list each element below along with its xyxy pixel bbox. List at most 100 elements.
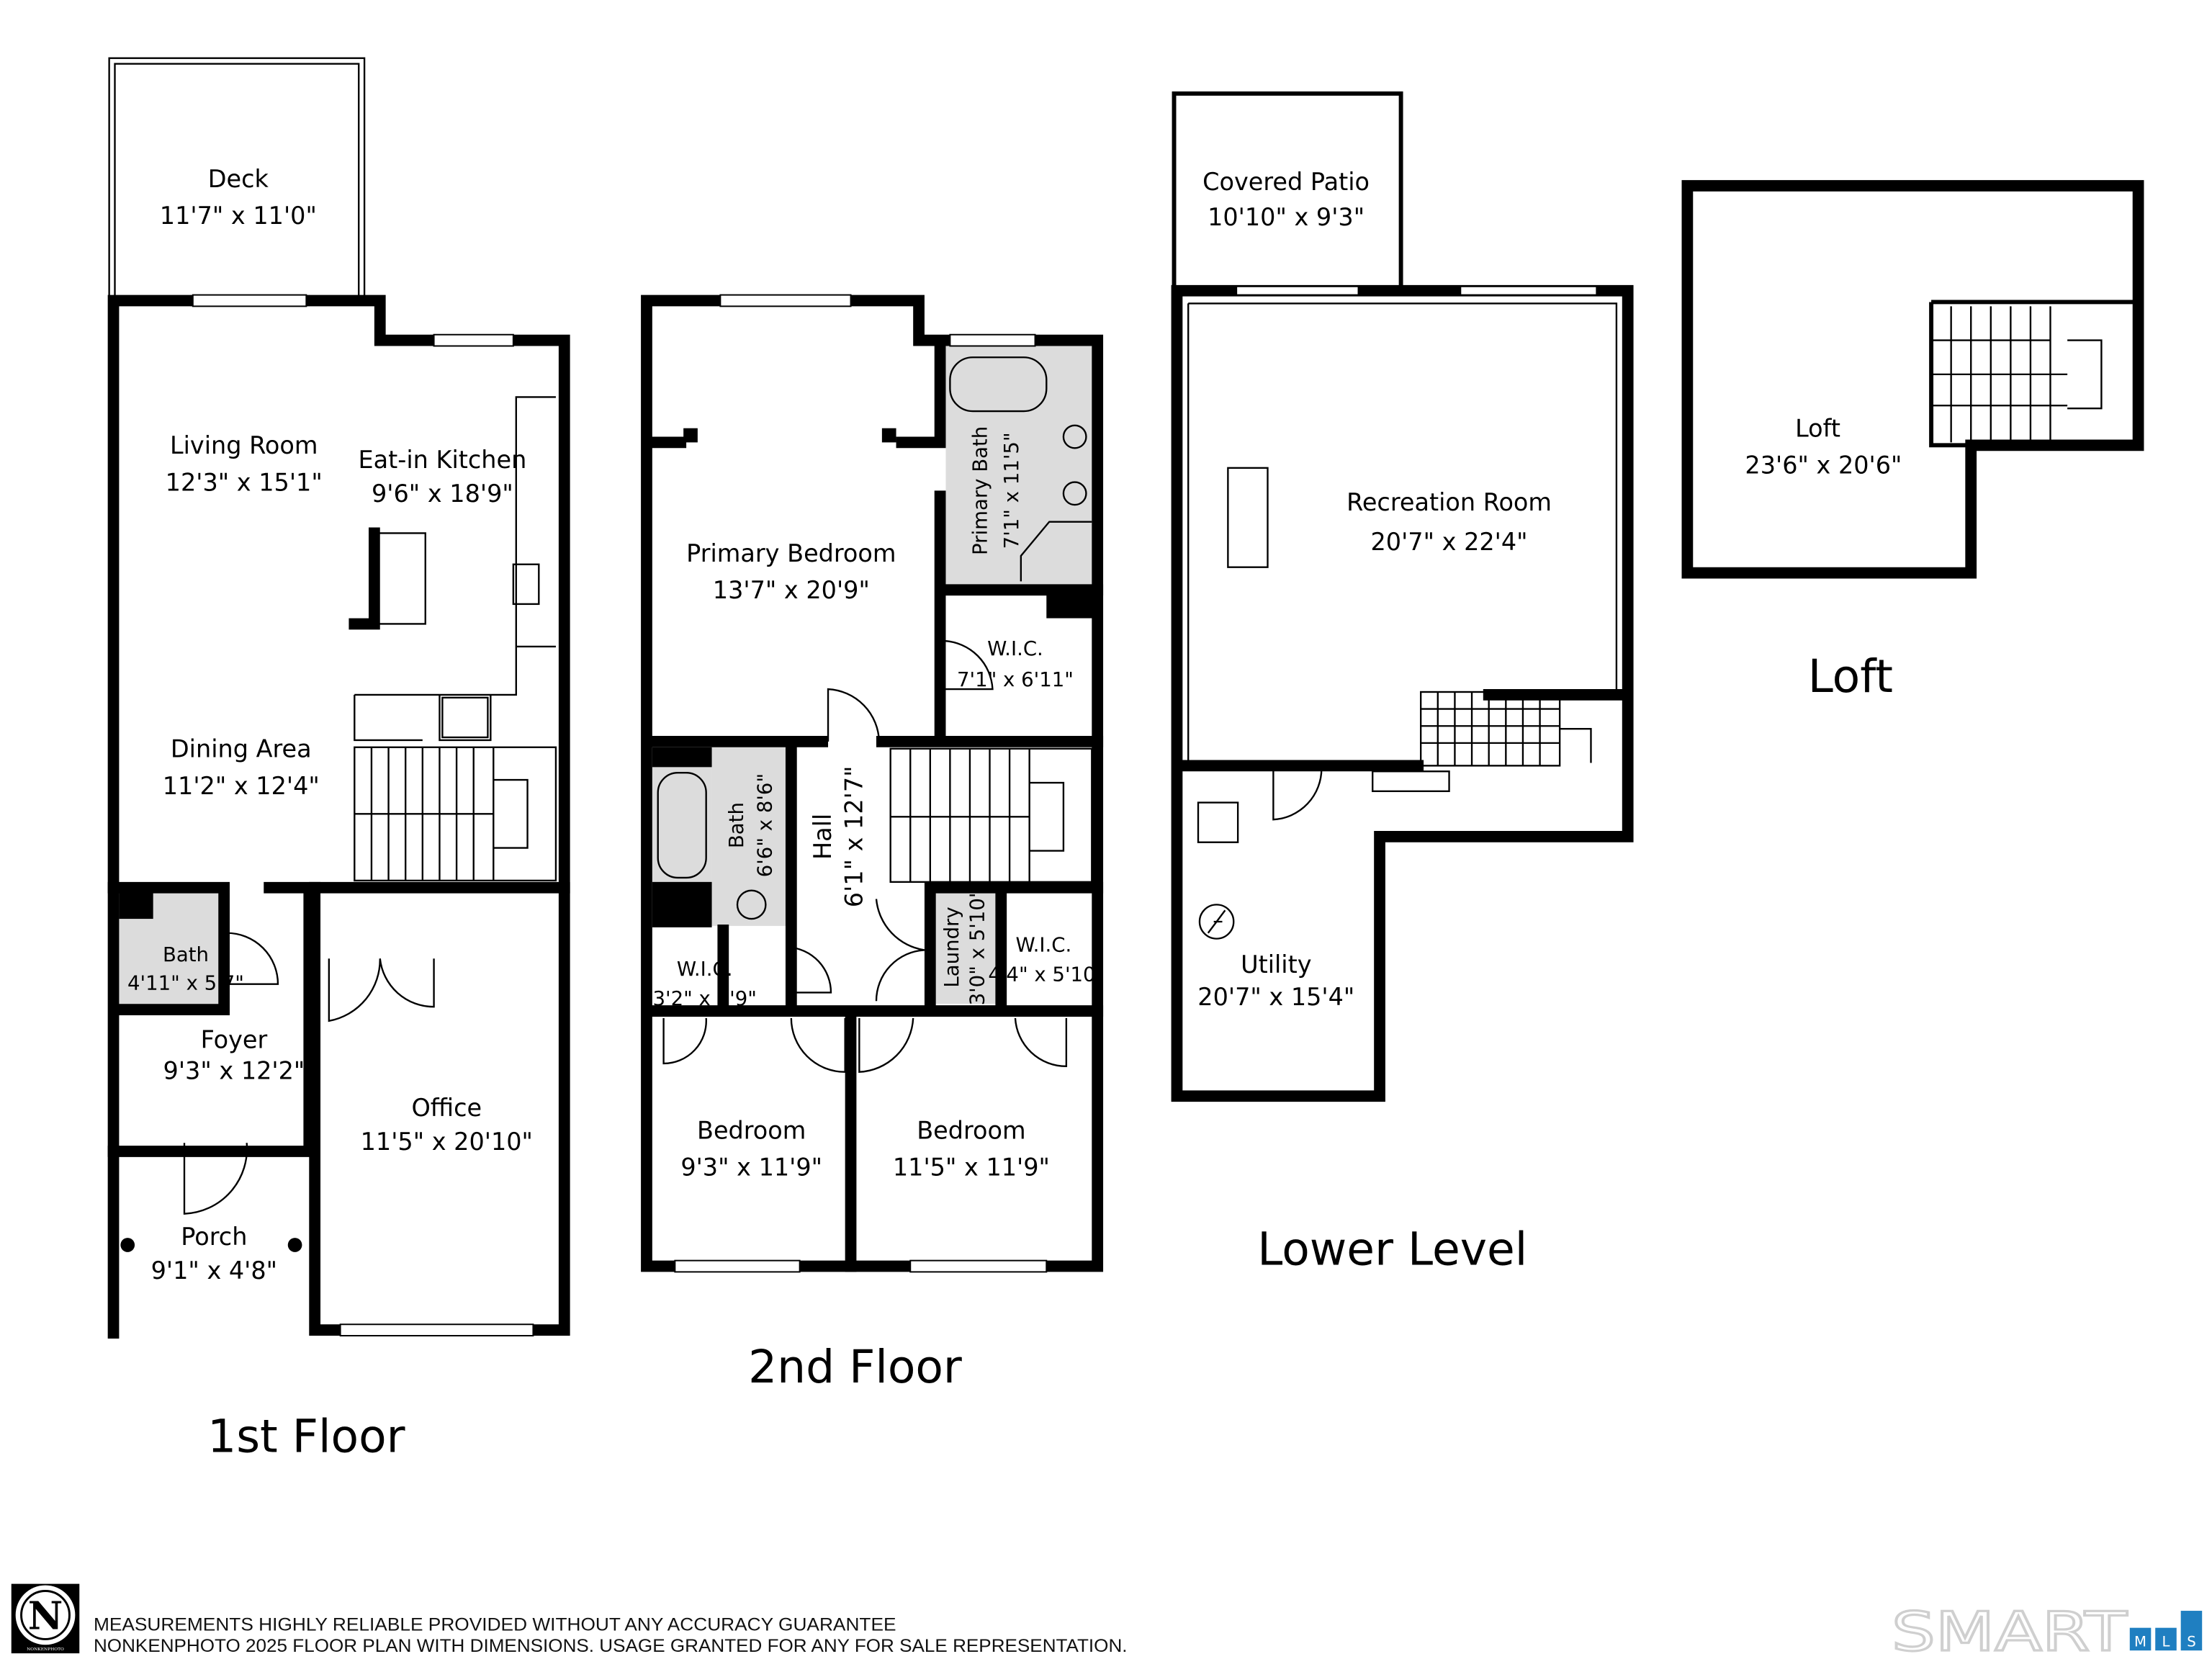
patio-door — [1460, 285, 1598, 296]
second-floor-stairs — [889, 747, 1093, 884]
porch-post — [287, 1238, 302, 1252]
room-foyer: Foyer 9'3" x 12'2" — [163, 1025, 305, 1084]
porch-post — [120, 1238, 135, 1252]
bathtub-area — [652, 765, 712, 885]
kitchen-counters — [354, 396, 556, 742]
room-name: W.I.C. — [987, 637, 1043, 660]
sink — [1062, 424, 1087, 449]
room-dimensions: 12'3" x 15'1" — [166, 468, 323, 496]
floor-label: 2nd Floor — [748, 1341, 962, 1393]
room-dimensions: 7'1" x 11'5" — [1000, 432, 1023, 549]
room-dimensions: 10'10" x 9'3" — [1208, 203, 1364, 231]
room-dimensions: 7'1" x 6'11" — [957, 668, 1074, 691]
first-floor-plan: Deck 11'7" x 11'0" Living Room 12'3" x 1… — [107, 57, 570, 1462]
bath-door-swing — [225, 932, 279, 985]
room-wic-primary: W.I.C. 7'1" x 6'11" — [957, 637, 1074, 691]
room-dimensions: 4'11" x 5'7" — [127, 972, 244, 995]
electrical-panel-icon — [1198, 904, 1235, 940]
second-floor-exterior-walls — [641, 295, 1104, 1272]
room-hall: Hall 6'1" x 12'7" — [809, 765, 868, 907]
room-dimensions: 13'7" x 20'9" — [713, 576, 870, 604]
room-dimensions: 3'0" x 5'10" — [966, 889, 989, 1005]
room-name: Dining Area — [171, 735, 312, 763]
bathtub — [949, 356, 1048, 413]
column — [881, 428, 896, 443]
primary-bath-floor — [945, 346, 1092, 588]
wic-door-swing — [944, 639, 994, 691]
wall-block — [652, 747, 712, 768]
room-name: W.I.C. — [677, 958, 733, 981]
lightning-icon — [1207, 909, 1226, 934]
first-floor-exterior-walls — [107, 295, 570, 1339]
front-door-swing — [183, 1143, 248, 1215]
lower-level-plan: Covered Patio 10'10" x 9'3" Recreation R… — [1171, 91, 1634, 1276]
second-floor-plan: Primary Bedroom 13'7" x 20'9" Primary Ba… — [641, 294, 1105, 1393]
room-bedroom-1: Bedroom 9'3" x 11'9" — [680, 1116, 822, 1181]
room-eat-in-kitchen: Eat-in Kitchen 9'6" x 18'9" — [359, 446, 527, 508]
room-utility: Utility 20'7" x 15'4" — [1197, 950, 1354, 1011]
room-laundry: Laundry 3'0" x 5'10" — [940, 889, 989, 1005]
room-name: Laundry — [940, 907, 963, 987]
loft-plan: Loft 23'6" x 20'6" Loft — [1681, 180, 2144, 703]
room-name: W.I.C. — [1016, 933, 1072, 956]
room-name: Primary Bath — [969, 426, 992, 555]
room-name: Porch — [181, 1223, 247, 1251]
room-dining-area: Dining Area 11'2" x 12'4" — [163, 735, 320, 800]
hall-door-swings — [788, 899, 925, 1002]
room-name: Deck — [208, 165, 269, 193]
room-living-room: Living Room 12'3" x 15'1" — [166, 431, 323, 496]
room-wic-hall: W.I.C. 4'4" x 5'10" — [988, 933, 1105, 986]
office-double-door — [328, 958, 435, 1022]
window — [909, 1259, 1048, 1273]
kitchen-range — [441, 696, 489, 739]
room-name: Covered Patio — [1202, 168, 1370, 196]
room-bedroom-2: Bedroom 11'5" x 11'9" — [893, 1116, 1050, 1181]
room-name: Utility — [1241, 950, 1311, 979]
room-name: Foyer — [201, 1025, 268, 1053]
laundry-floor — [935, 890, 999, 1004]
room-dimensions: 11'2" x 12'4" — [163, 772, 320, 800]
loft-stair-opening — [1929, 300, 2139, 448]
room-dimensions: 20'7" x 15'4" — [1197, 983, 1354, 1011]
room-dimensions: 23'6" x 20'6" — [1745, 451, 1902, 480]
disclaimer-line-1: MEASUREMENTS HIGHLY RELIABLE PROVIDED WI… — [94, 1616, 896, 1635]
room-dimensions: 3'2" x 3'9" — [653, 987, 757, 1010]
kitchen-sink — [512, 563, 540, 606]
room-dimensions: 4'4" x 5'10" — [988, 963, 1105, 986]
logo-caption: NONKENPHOTO — [27, 1647, 64, 1652]
window — [674, 1259, 801, 1273]
room-primary-bedroom: Primary Bedroom 13'7" x 20'9" — [686, 539, 896, 604]
brand-badge-letter: M — [2134, 1633, 2146, 1650]
bedroom-door-swings — [662, 1017, 1068, 1073]
second-floor-interior-walls — [646, 340, 1104, 1272]
first-floor-stairs — [354, 746, 557, 882]
utility-door-swing — [1272, 768, 1323, 821]
loft-exterior-walls — [1681, 180, 2144, 579]
room-primary-bath: Primary Bath 7'1" x 11'5" — [969, 426, 1023, 555]
room-name: Eat-in Kitchen — [359, 446, 527, 474]
window — [949, 333, 1036, 347]
room-dimensions: 9'1" x 4'8" — [151, 1256, 277, 1285]
wall-block — [652, 881, 712, 927]
bedroom-door-swing — [827, 688, 881, 742]
room-dimensions: 11'5" x 11'9" — [893, 1153, 1050, 1181]
room-dimensions: 9'3" x 12'2" — [163, 1057, 305, 1085]
room-name: Loft — [1795, 415, 1840, 443]
brand-badge-letter: L — [2162, 1633, 2170, 1650]
room-dimensions: 9'3" x 11'9" — [680, 1153, 822, 1181]
photographer-logo: N NONKENPHOTO — [11, 1583, 80, 1654]
lower-level-stairs — [1419, 691, 1592, 767]
shower — [1020, 521, 1092, 582]
room-office: Office 11'5" x 20'10" — [361, 1094, 533, 1156]
disclaimer-line-2: NONKENPHOTO 2025 FLOOR PLAN WITH DIMENSI… — [94, 1637, 1128, 1656]
column — [683, 428, 698, 443]
window — [719, 294, 852, 307]
floor-label: 1st Floor — [207, 1410, 405, 1462]
loft-stairs — [1931, 306, 2103, 443]
room-name: Bedroom — [917, 1116, 1025, 1144]
brand-text: SMART — [1892, 1601, 2127, 1659]
bathtub — [657, 772, 707, 879]
fireplace — [1227, 467, 1269, 568]
first-floor-interior-walls — [107, 527, 570, 1157]
lower-level-exterior-walls — [1171, 284, 1634, 1102]
